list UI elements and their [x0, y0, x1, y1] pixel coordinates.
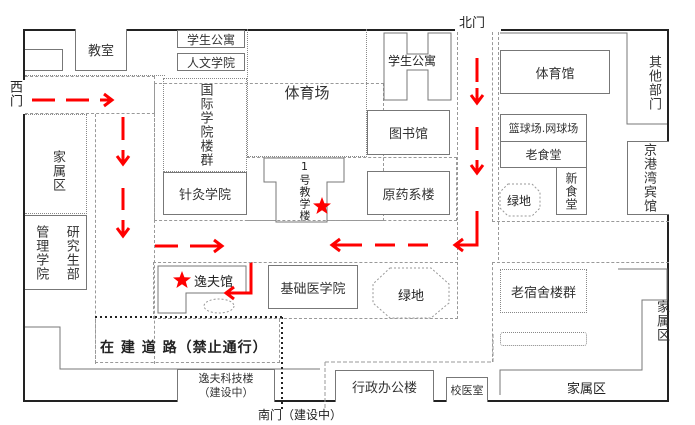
- yifu-tech-label: 逸夫科技楼: [198, 372, 254, 385]
- building-old-dorms[interactable]: 老宿舍楼群: [500, 269, 587, 313]
- intl-college-label: 国际学院楼群: [197, 83, 213, 167]
- building-pharmacy[interactable]: 原药系楼: [367, 171, 450, 215]
- stadium-label: 体育场: [284, 84, 330, 102]
- classroom-label: 教室: [87, 44, 114, 59]
- north-gate-gap: [455, 25, 501, 33]
- building-jinggang-hotel[interactable]: 京港湾宾馆: [627, 141, 669, 215]
- family-west-label[interactable]: 家属区: [50, 150, 65, 192]
- road-under-construction-label: 在 建 道 路（禁止通行）: [100, 340, 268, 356]
- graduate-label: 研究生部: [63, 224, 79, 281]
- family-east-outline: [499, 268, 668, 395]
- clinic-label: 校医室: [450, 384, 484, 397]
- north-road: [457, 32, 499, 260]
- north-gate-label[interactable]: 北门: [459, 16, 486, 31]
- jinggang-hotel-label: 京港湾宾馆: [641, 143, 656, 213]
- west-road: [95, 114, 155, 364]
- family-east-label[interactable]: 家属区: [654, 300, 669, 342]
- small-green-yifu: [203, 298, 235, 314]
- pharmacy-label: 原药系楼: [382, 187, 435, 203]
- west-gate-label[interactable]: 西门: [7, 80, 22, 108]
- student-apt-h-label[interactable]: 学生公寓: [388, 54, 437, 68]
- building-yifu-tech[interactable]: 逸夫科技楼 （建设中）: [177, 369, 275, 402]
- old-canteen-label: 老食堂: [525, 148, 562, 162]
- southeast-block-left: [492, 262, 493, 362]
- top-row-divider: [25, 75, 165, 76]
- route-arrowhead: [115, 150, 131, 167]
- family-south-label[interactable]: 家属区: [567, 382, 607, 397]
- route-arrowhead: [469, 88, 485, 106]
- small-building-nw: [25, 49, 63, 71]
- green-east-outline: [499, 183, 541, 217]
- road-under-construction: [95, 319, 280, 363]
- building-old-canteen[interactable]: 老食堂: [500, 141, 587, 168]
- south-gate-label[interactable]: 南门（建设中）: [258, 408, 343, 422]
- building-admin[interactable]: 行政办公楼: [335, 370, 434, 402]
- center-block: [247, 157, 457, 221]
- building-classroom[interactable]: 教室: [75, 29, 127, 71]
- green-center-outline: [372, 267, 450, 319]
- route-turn: [452, 211, 479, 253]
- star-icon-yifu-hall: [173, 271, 191, 288]
- management-label: 管理学院: [33, 224, 49, 281]
- star-icon-teaching-bldg: [313, 197, 331, 214]
- building-intl-college[interactable]: 国际学院楼群: [163, 78, 247, 172]
- route-arrowhead: [100, 92, 115, 108]
- yifu-tech-status: （建设中）: [198, 386, 254, 399]
- student-apt-top-label: 学生公寓: [186, 32, 235, 47]
- admin-label: 行政办公楼: [351, 381, 417, 396]
- old-dorms-label: 老宿舍楼群: [510, 285, 576, 301]
- west-gate-gap: [18, 80, 28, 114]
- dorm-annex: [500, 332, 587, 346]
- building-student-apt-top[interactable]: 学生公寓: [177, 30, 245, 48]
- south-center-block: [153, 262, 458, 319]
- building-gymnasium[interactable]: 体育馆: [500, 50, 610, 94]
- west-family-block: [25, 114, 87, 214]
- building-library[interactable]: 图书馆: [367, 110, 450, 155]
- building-management-graduate[interactable]: 管理学院 研究生部: [25, 215, 87, 290]
- building-humanities[interactable]: 人文学院: [177, 53, 245, 71]
- route-arrowhead: [329, 237, 362, 253]
- south-admin-boundary: [325, 333, 494, 363]
- other-depts-label[interactable]: 其他部门: [646, 55, 661, 111]
- new-canteen-label: 新食堂: [564, 171, 578, 211]
- building-acupuncture[interactable]: 针灸学院: [163, 172, 247, 215]
- acupuncture-label: 针灸学院: [178, 188, 231, 203]
- green-east-label[interactable]: 绿地: [507, 194, 532, 208]
- humanities-label: 人文学院: [186, 55, 235, 70]
- courts-label: 篮球场.网球场: [508, 122, 579, 135]
- building-courts[interactable]: 篮球场.网球场: [500, 114, 587, 142]
- library-label: 图书馆: [388, 127, 428, 142]
- route-arrowhead: [115, 220, 131, 239]
- yifu-hall-label[interactable]: 逸夫馆: [194, 275, 234, 290]
- building-basic-medicine[interactable]: 基础医学院: [268, 265, 358, 309]
- teaching-bldg-1-label[interactable]: 1号教学楼: [298, 160, 311, 222]
- route-arrowhead: [190, 238, 225, 254]
- southeast-block: [492, 262, 669, 263]
- route-arrows: [32, 58, 485, 301]
- east-block: [492, 32, 669, 222]
- route-arrowhead: [469, 160, 485, 176]
- route-turn-yifu: [223, 262, 253, 301]
- building-new-canteen[interactable]: 新食堂: [556, 167, 587, 215]
- basic-medicine-label: 基础医学院: [280, 281, 346, 297]
- stadium-area[interactable]: 体育场: [247, 29, 367, 157]
- gymnasium-label: 体育馆: [535, 66, 575, 82]
- other-depts-outline: [500, 32, 667, 125]
- building-clinic[interactable]: 校医室: [446, 377, 488, 402]
- student-apt-h-outline: [383, 32, 452, 101]
- green-center-label[interactable]: 绿地: [398, 289, 425, 304]
